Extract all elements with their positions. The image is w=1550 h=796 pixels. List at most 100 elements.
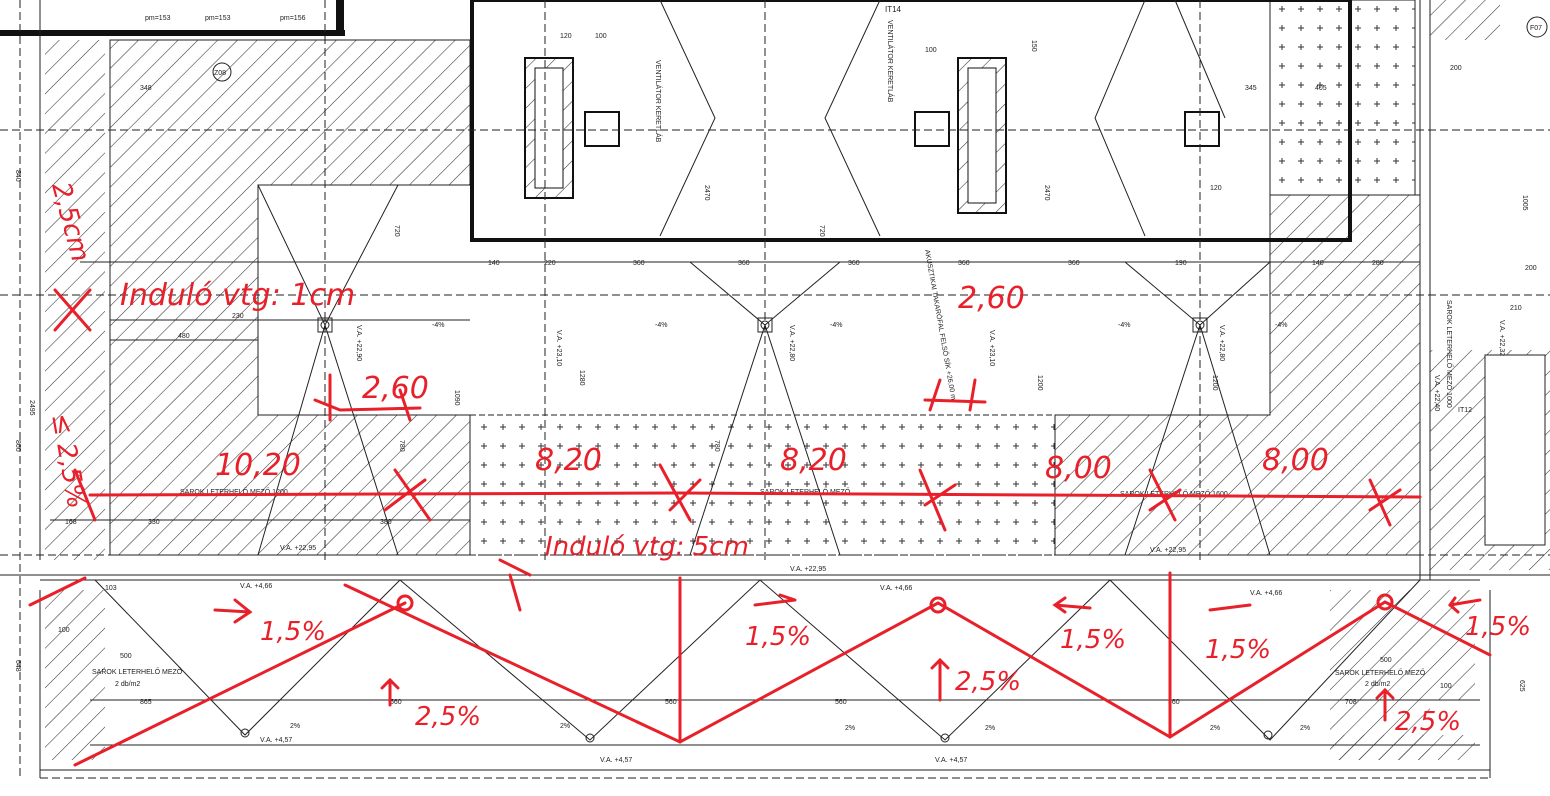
dimension: 100 (1440, 683, 1452, 690)
dimension: 2470 (703, 185, 710, 201)
dimension: 100 (595, 33, 607, 40)
pm-label: pm=156 (280, 15, 306, 22)
slope-label: -4% (830, 322, 842, 329)
slope-label: 2% (985, 725, 995, 732)
elevation: V.A. +22,95 (1150, 547, 1186, 554)
elevation: V.A. +4,66 (240, 583, 272, 590)
dimension: 1200 (1211, 375, 1218, 391)
dimension: 860 (14, 440, 21, 452)
top-frame-wall: pm=153 pm=153 pm=156 (0, 0, 345, 36)
dimension: 2495 (28, 400, 35, 416)
tag-z08: Z08 (214, 70, 226, 77)
corner-zone-label: SAROK LETERHELŐ MEZŐ (760, 487, 851, 496)
dimension: 360 (633, 260, 645, 267)
dimension: 360 (738, 260, 750, 267)
dimension: 190 (1175, 260, 1187, 267)
elevation: V.A. +22,95 (790, 566, 826, 573)
dimension: 500 (1380, 657, 1392, 664)
corner-zone-load: 2 db/m2 (1365, 681, 1390, 688)
dimension: 280 (1372, 260, 1384, 267)
red-markup: Induló vtg: 1cm Induló vtg: 5cm 2,5cm ≤ … (28, 179, 1531, 767)
dimension: 168 (65, 519, 77, 526)
corner-zone-label: SAROK LETERHELŐ MEZŐ (1335, 668, 1426, 677)
elevation: V.A. +22,32 (1498, 320, 1505, 356)
ventilator-frame-label: VENTILÁTOR KERETLÁB (654, 60, 663, 143)
dimension: 840 (14, 170, 21, 182)
dimension: 103 (105, 585, 117, 592)
dimension: 1280 (578, 370, 585, 386)
slope-label: 2% (560, 723, 570, 730)
distance-annotation: 2,60 (362, 371, 429, 406)
dimension: 200 (1525, 265, 1537, 272)
start-thickness-bottom-note: Induló vtg: 5cm (545, 532, 749, 562)
elevation: V.A. +4,57 (600, 757, 632, 764)
dimension: 560 (1168, 699, 1180, 706)
dimension: 360 (1068, 260, 1080, 267)
cross-pattern-zone (469, 414, 1056, 556)
corner-zone-label: SAROK LETERHELŐ MEZŐ 1200 (180, 487, 288, 496)
span-annotation: 8,20 (535, 443, 602, 478)
elevation: V.A. +22,80 (788, 325, 795, 361)
dimension: 720 (393, 225, 400, 237)
elevation: V.A. +23,10 (988, 330, 995, 366)
elevation: V.A. +4,66 (1250, 590, 1282, 597)
dimension: 330 (148, 519, 160, 526)
dimension: 360 (848, 260, 860, 267)
dimension: 200 (1450, 65, 1462, 72)
elevation: V.A. +22,90 (355, 325, 362, 361)
corner-zone-load: 2 db/m2 (115, 681, 140, 688)
elevation: V.A. +23,10 (555, 330, 562, 366)
corner-zone-label: SAROK LETERHELŐ MEZŐ (92, 667, 183, 676)
dimension: 648 (14, 660, 21, 672)
dimension: 230 (232, 313, 244, 320)
span-annotation: 8,00 (1262, 443, 1329, 478)
slope-annotation: 2,5% (955, 667, 1021, 697)
dimension: 708 (1345, 699, 1357, 706)
dimension: 780 (713, 440, 720, 452)
dimension: 220 (544, 260, 556, 267)
ventilator-enclosure: VENTILÁTOR KERETLÁB VENTILÁTOR KERETLÁB … (470, 0, 1352, 242)
slope-label: 2% (1300, 725, 1310, 732)
dimension: 480 (178, 333, 190, 340)
dimension: 150 (1030, 40, 1037, 52)
elevation-labels: V.A. +22,90 V.A. +23,10 V.A. +22,80 V.A.… (240, 320, 1505, 764)
slope-label: -4% (432, 322, 444, 329)
elevation: V.A. +4,57 (935, 757, 967, 764)
slope-annotation: 1,5% (1205, 635, 1271, 665)
dimension: 360 (958, 260, 970, 267)
slope-label: 2% (1210, 725, 1220, 732)
dimension: 405 (1315, 85, 1327, 92)
dimension: 500 (120, 653, 132, 660)
tag-it14: IT14 (885, 5, 902, 14)
dimension: 100 (925, 47, 937, 54)
dimension: 120 (560, 33, 572, 40)
span-annotation: 8,00 (1045, 451, 1112, 486)
tag-f07: F07 (1530, 25, 1542, 32)
pm-label: pm=153 (205, 15, 231, 22)
elevation: V.A. +4,57 (260, 737, 292, 744)
slope-annotation: 1,5% (1060, 625, 1126, 655)
dimension-labels: 140 220 360 360 360 360 360 190 140 280 … (14, 33, 1537, 706)
dimension: 348 (140, 85, 152, 92)
dimension: 140 (488, 260, 500, 267)
distance-annotation: 2,60 (958, 281, 1025, 316)
dimension: 560 (390, 699, 402, 706)
slope-label: -4% (1275, 322, 1287, 329)
corner-zone-label: SAROK LETERHELŐ MEZŐ 1000 (1445, 300, 1454, 408)
dimension: 140 (1312, 260, 1324, 267)
elevation: V.A. +4,66 (880, 585, 912, 592)
start-thickness-top-note: Induló vtg: 1cm (120, 278, 355, 313)
slope-annotation: 2,5% (415, 702, 481, 732)
dimension: 865 (140, 699, 152, 706)
dimension: 1090 (453, 390, 460, 406)
slope-annotation: 1,5% (260, 617, 326, 647)
span-annotation: 10,20 (215, 448, 301, 483)
elevation: V.A. +22,40 (1433, 375, 1440, 411)
dimension: 120 (1210, 185, 1222, 192)
slope-annotation: 1,5% (1465, 612, 1531, 642)
grid-lines (0, 0, 1550, 780)
dimension: 720 (818, 225, 825, 237)
span-annotation: 8,20 (780, 443, 847, 478)
slope-annotation: 1,5% (745, 622, 811, 652)
